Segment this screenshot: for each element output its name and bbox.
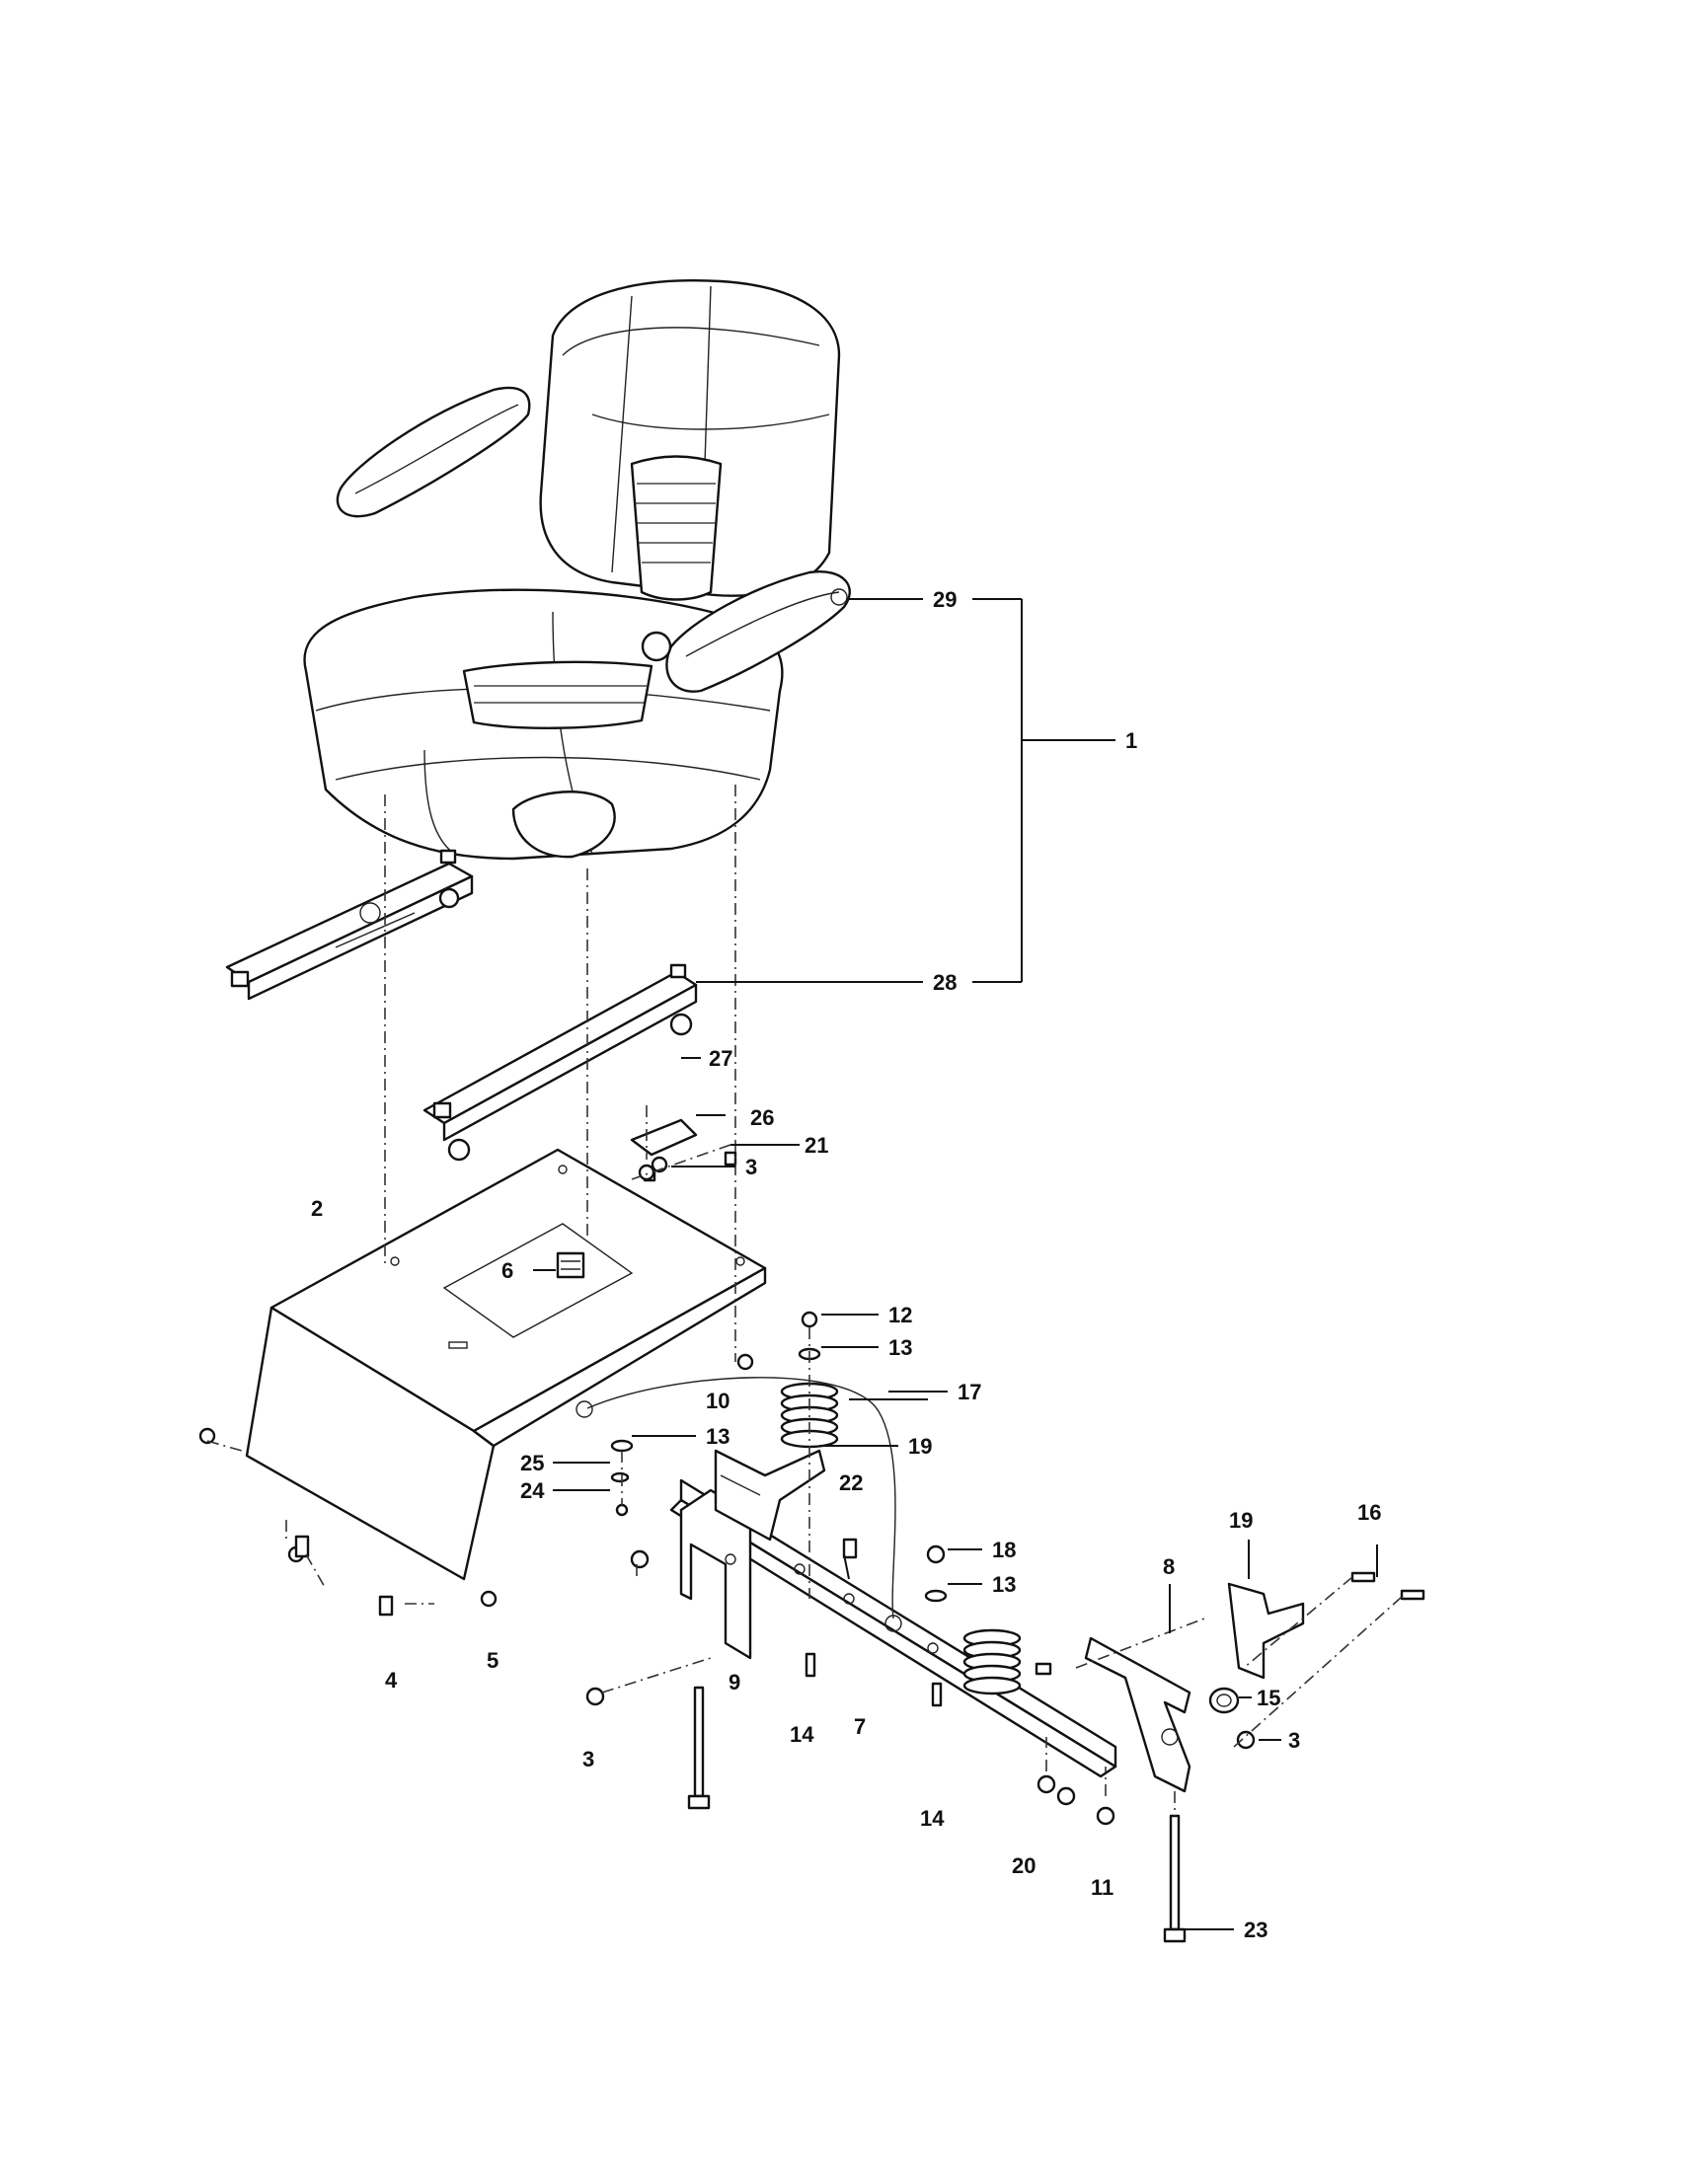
- mount-bracket-upper: [714, 1449, 826, 1542]
- mount-bracket-right-upper: [1227, 1582, 1305, 1680]
- cable: [576, 1377, 902, 1632]
- label-16: 16: [1357, 1500, 1381, 1525]
- seat-rail-right: [422, 963, 698, 1162]
- label-13-right: 13: [992, 1572, 1016, 1597]
- label-6: 6: [501, 1258, 513, 1283]
- label-26: 26: [750, 1105, 774, 1130]
- label-14-left: 14: [790, 1722, 814, 1747]
- label-29: 29: [933, 587, 957, 612]
- label-3-left: 3: [582, 1747, 594, 1771]
- long-bolt-right: [1163, 1814, 1187, 1943]
- assembly-lines: [206, 785, 1403, 1816]
- leader-lines: [533, 598, 1378, 1930]
- label-5: 5: [487, 1648, 499, 1673]
- mount-bracket-left: [679, 1488, 752, 1660]
- label-27: 27: [709, 1046, 732, 1071]
- label-17: 17: [958, 1380, 981, 1404]
- label-22: 22: [839, 1470, 863, 1495]
- mount-bracket-right: [1084, 1636, 1191, 1793]
- label-2: 2: [311, 1196, 323, 1221]
- label-1: 1: [1125, 728, 1137, 753]
- label-15: 15: [1257, 1686, 1280, 1710]
- label-3-right: 3: [1288, 1728, 1300, 1753]
- label-25: 25: [520, 1451, 544, 1475]
- label-28: 28: [933, 970, 957, 995]
- part-labels: 1 2 3 3 3 4 5 6 7 8 9 10 11 12 13 13 13 …: [311, 587, 1381, 1942]
- label-13-top: 13: [888, 1335, 912, 1360]
- label-13-middle: 13: [706, 1424, 729, 1449]
- bushing: [1208, 1687, 1240, 1714]
- seat-switch: [556, 1251, 585, 1279]
- spring-lower: [962, 1628, 1022, 1695]
- label-20: 20: [1012, 1853, 1036, 1878]
- label-18: 18: [992, 1538, 1016, 1562]
- seat-rail-left: [225, 849, 474, 1001]
- label-23: 23: [1244, 1918, 1267, 1942]
- label-21: 21: [805, 1133, 828, 1158]
- label-24: 24: [520, 1478, 545, 1503]
- label-19-right: 19: [1229, 1508, 1253, 1533]
- seat-cushion: [303, 279, 851, 861]
- label-4: 4: [385, 1668, 398, 1693]
- label-7: 7: [854, 1714, 866, 1739]
- label-3-top: 3: [745, 1155, 757, 1179]
- label-11: 11: [1091, 1875, 1113, 1900]
- seat-pan: [245, 1148, 767, 1581]
- label-9: 9: [729, 1670, 740, 1694]
- label-12: 12: [888, 1303, 912, 1327]
- long-bolt-left: [687, 1686, 711, 1810]
- label-8: 8: [1163, 1554, 1175, 1579]
- label-14-right: 14: [920, 1806, 945, 1831]
- label-10: 10: [706, 1389, 729, 1413]
- label-19-middle: 19: [908, 1434, 932, 1459]
